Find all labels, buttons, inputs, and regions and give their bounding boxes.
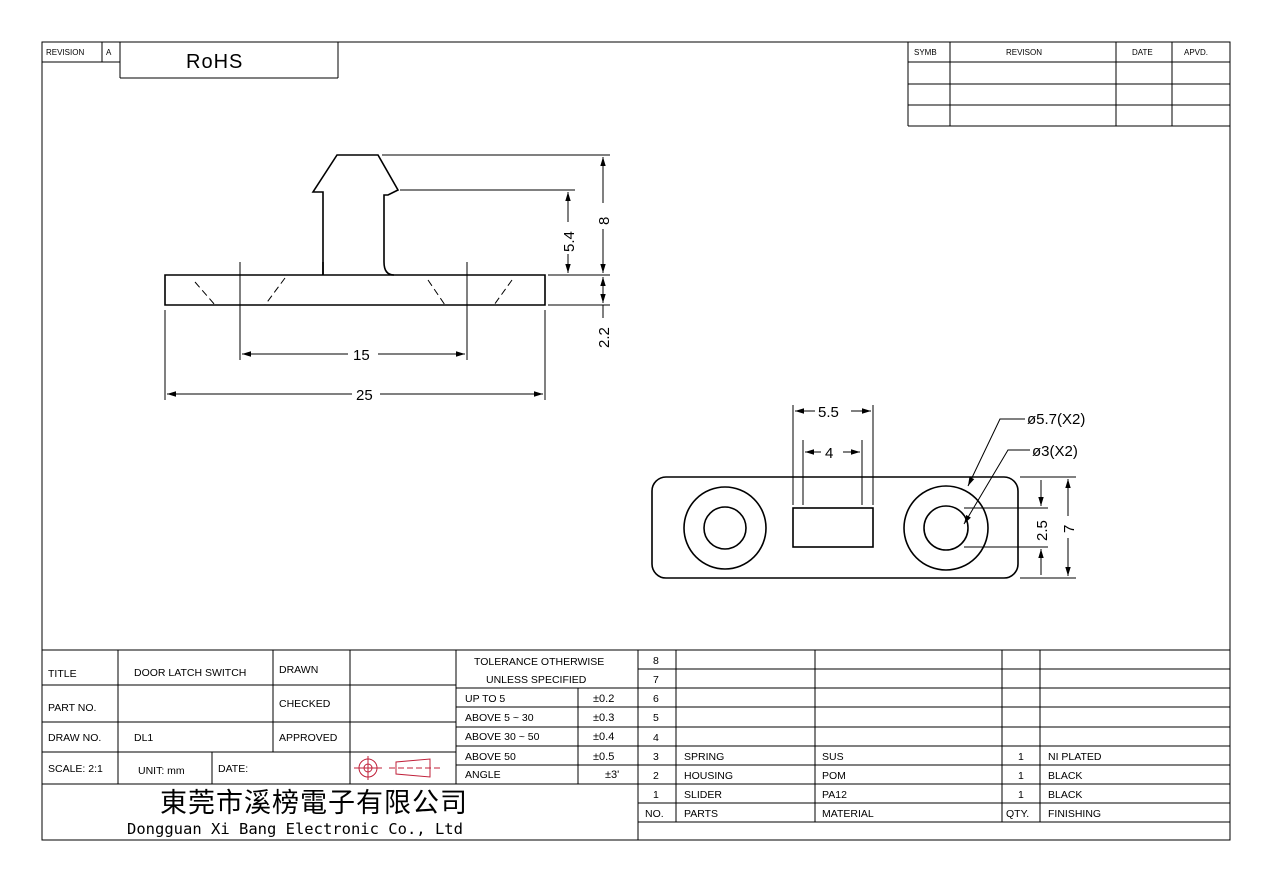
tolerance-row-label: ANGLE [465, 769, 501, 781]
bom-no: 7 [653, 674, 659, 686]
bom-finishing: BLACK [1048, 770, 1082, 782]
bom-no: 3 [653, 751, 659, 763]
bom-header-finishing: FINISHING [1048, 808, 1101, 820]
bom-material: PA12 [822, 789, 847, 801]
bom-part: SPRING [684, 751, 724, 763]
bom-header-qty: QTY. [1006, 808, 1029, 820]
tolerance-header-1: TOLERANCE OTHERWISE [474, 656, 604, 668]
bom-no: 8 [653, 655, 659, 667]
dim-dia-3: ø3(X2) [1032, 443, 1078, 460]
tolerance-header-2: UNLESS SPECIFIED [486, 674, 587, 686]
bom-no: 5 [653, 712, 659, 724]
top-view: 5.5 4 ø5.7(X2) ø3(X2) 2.5 7 [651, 402, 1085, 579]
company-name-en: Dongguan Xi Bang Electronic Co., Ltd [127, 820, 463, 838]
rev-header-symb: SYMB [914, 48, 937, 57]
tolerance-row-value: ±0.5 [593, 751, 614, 763]
bom-finishing: NI PLATED [1048, 751, 1102, 763]
sheet-border [41, 41, 1231, 841]
bom-part: HOUSING [684, 770, 733, 782]
bom-table: 8 7 6 5 4 3 SPRING SUS 1 NI PLATED 2 HOU… [645, 655, 1102, 820]
dim-dia-5-7: ø5.7(X2) [1027, 411, 1085, 428]
bom-material: POM [822, 770, 846, 782]
bom-no: 2 [653, 770, 659, 782]
bom-qty: 1 [1018, 751, 1024, 763]
revision-box: REVISION A RoHS [42, 42, 339, 79]
scale-label: SCALE: 2:1 [48, 763, 103, 775]
bom-qty: 1 [1018, 789, 1024, 801]
draw-no-label: DRAW NO. [48, 732, 101, 744]
dim-4: 4 [825, 445, 833, 462]
tolerance-row-value: ±0.3 [593, 712, 614, 724]
side-view: 15 25 8 5.4 2.2 [164, 154, 613, 404]
tolerance-row-value: ±0.4 [593, 731, 614, 743]
bom-no: 4 [653, 732, 659, 744]
rohs-label: RoHS [186, 51, 243, 73]
checked-label: CHECKED [279, 698, 331, 710]
part-no-label: PART NO. [48, 702, 96, 714]
bom-no: 1 [653, 789, 659, 801]
rev-header-revision: REVISON [1006, 48, 1042, 57]
draw-no-value: DL1 [134, 732, 153, 744]
unit-label: UNIT: mm [138, 765, 185, 777]
dim-5-4: 5.4 [561, 231, 578, 252]
rev-header-apvd: APVD. [1184, 48, 1208, 57]
tolerance-row-value: ±0.2 [593, 693, 614, 705]
bom-qty: 1 [1018, 770, 1024, 782]
revision-value: A [106, 48, 112, 57]
rev-header-date: DATE [1132, 48, 1153, 57]
bom-no: 6 [653, 693, 659, 705]
bom-header-parts: PARTS [684, 808, 718, 820]
tolerance-row-label: ABOVE 50 [465, 751, 516, 763]
approved-label: APPROVED [279, 732, 338, 744]
tolerance-row-label: UP TO 5 [465, 693, 505, 705]
bom-finishing: BLACK [1048, 789, 1082, 801]
title-value: DOOR LATCH SWITCH [134, 667, 246, 679]
drawn-label: DRAWN [279, 664, 318, 676]
bom-header-material: MATERIAL [822, 808, 874, 820]
bom-header-no: NO. [645, 808, 664, 820]
dim-7: 7 [1061, 525, 1078, 533]
bom-material: SUS [822, 751, 844, 763]
bom-part: SLIDER [684, 789, 722, 801]
revision-table: SYMB REVISON DATE APVD. [907, 42, 1230, 127]
tolerance-row-label: ABOVE 30 ~ 50 [465, 731, 540, 743]
dim-25: 25 [356, 387, 373, 404]
dim-5-5: 5.5 [818, 404, 839, 421]
title-label: TITLE [48, 668, 77, 680]
dim-2-2: 2.2 [596, 327, 613, 348]
dim-2-5: 2.5 [1034, 520, 1051, 541]
company-name-cn: 東莞市溪榜電子有限公司 [160, 788, 468, 819]
third-angle-projection-icon [354, 756, 440, 780]
date-label: DATE: [218, 763, 248, 775]
tolerance-row-value: ±3' [605, 769, 619, 781]
dim-15: 15 [353, 347, 370, 364]
revision-label: REVISION [46, 48, 84, 57]
dim-8: 8 [596, 217, 613, 225]
tolerance-row-label: ABOVE 5 ~ 30 [465, 712, 534, 724]
title-block: TITLE DOOR LATCH SWITCH PART NO. DRAW NO… [42, 649, 1230, 840]
